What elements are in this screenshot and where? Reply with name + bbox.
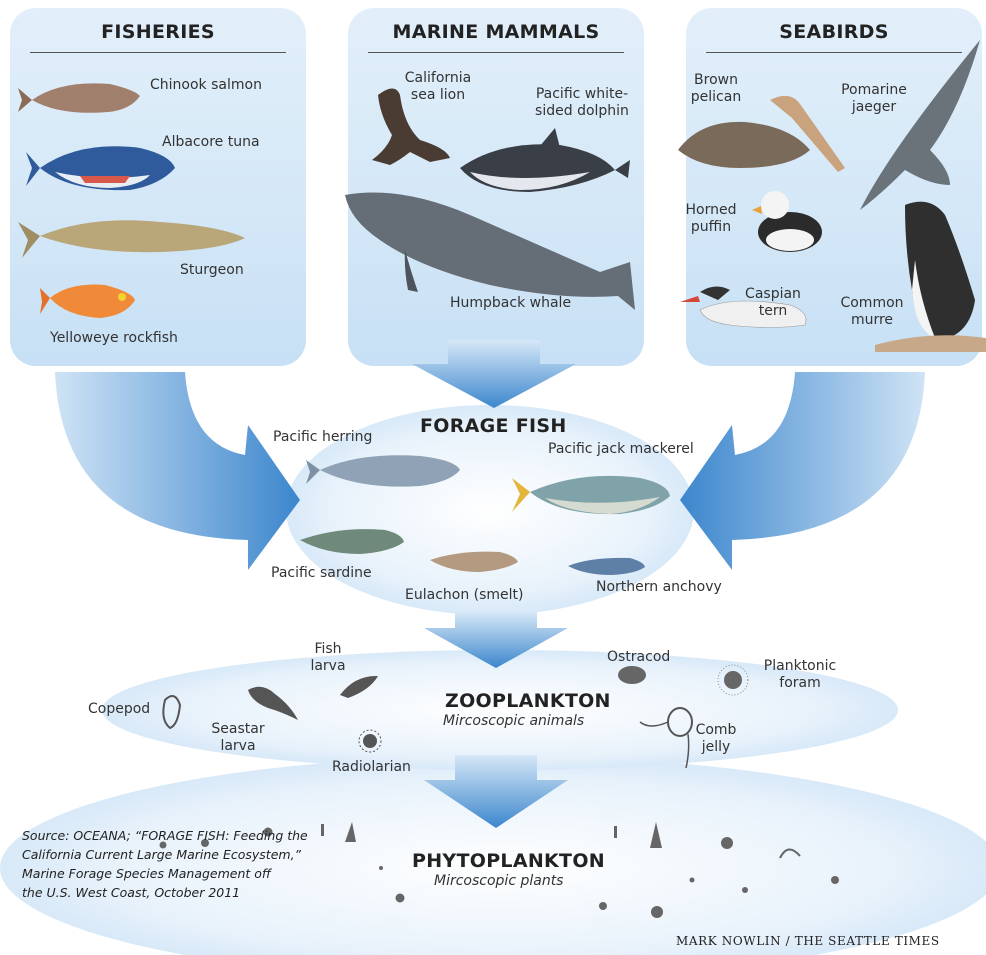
ostracod-label: Ostracod [607,649,670,666]
forage-fish-title: FORAGE FISH [420,415,567,437]
albacore-tuna-label: Albacore tuna [162,134,260,151]
caspian-tern-label: Caspian tern [742,286,804,320]
eulachon-label: Eulachon (smelt) [405,587,524,604]
california-sea-lion-label: California sea lion [400,70,476,104]
fisheries-rule [30,52,286,53]
source-note: Source: OCEANA; “FORAGE FISH: Feeding th… [22,826,308,902]
pacific-herring-label: Pacific herring [273,429,372,446]
credit-line: MARK NOWLIN / THE SEATTLE TIMES [676,934,940,948]
chinook-salmon-label: Chinook salmon [150,77,262,94]
seabirds-arrow [680,372,925,570]
marine-mammals-title: MARINE MAMMALS [348,21,644,43]
sturgeon-label: Sturgeon [180,262,244,279]
horned-puffin-icon [752,191,822,252]
pacific-white-sided-dolphin-label: Pacific white- sided dolphin [524,86,640,120]
fish-larva-label: Fish larva [300,641,356,675]
common-murre-label: Common murre [834,295,910,329]
humpback-whale-icon [345,193,635,311]
fisheries-arrow [55,372,300,570]
marine-mammals-rule [368,52,624,53]
sturgeon-icon [18,220,245,258]
fisheries-title: FISHERIES [10,21,306,43]
marine-mammals-arrow [412,340,576,408]
common-murre-icon [875,202,986,352]
albacore-tuna-icon [26,146,175,190]
seabirds-title: SEABIRDS [686,21,982,43]
phytoplankton-title: PHYTOPLANKTON [412,850,605,872]
yelloweye-rockfish-icon [40,285,135,318]
zooplankton-subtitle: Mircoscopic animals [443,713,584,729]
zooplankton-title: ZOOPLANKTON [445,690,611,712]
ostracod-icon [618,666,646,684]
humpback-whale-label: Humpback whale [450,295,571,312]
brown-pelican-label: Brown pelican [686,72,746,106]
copepod-label: Copepod [88,701,150,718]
pacific-jack-mackerel-label: Pacific jack mackerel [548,441,694,458]
comb-jelly-label: Comb jelly [694,722,738,756]
horned-puffin-label: Horned puffin [680,202,742,236]
pomarine-jaeger-label: Pomarine jaeger [836,82,912,116]
phytoplankton-subtitle: Mircoscopic plants [434,873,563,889]
pacific-white-sided-dolphin-icon [460,128,630,192]
pacific-sardine-label: Pacific sardine [271,565,372,582]
chinook-salmon-icon [18,83,140,112]
yelloweye-rockfish-label: Yelloweye rockfish [50,330,178,347]
planktonic-foram-label: Planktonic foram [757,658,843,692]
northern-anchovy-label: Northern anchovy [596,579,722,596]
radiolarian-label: Radiolarian [332,759,411,776]
pomarine-jaeger-icon [860,40,980,210]
seastar-larva-label: Seastar larva [208,721,268,755]
seabirds-rule [706,52,962,53]
brown-pelican-icon [678,96,845,172]
